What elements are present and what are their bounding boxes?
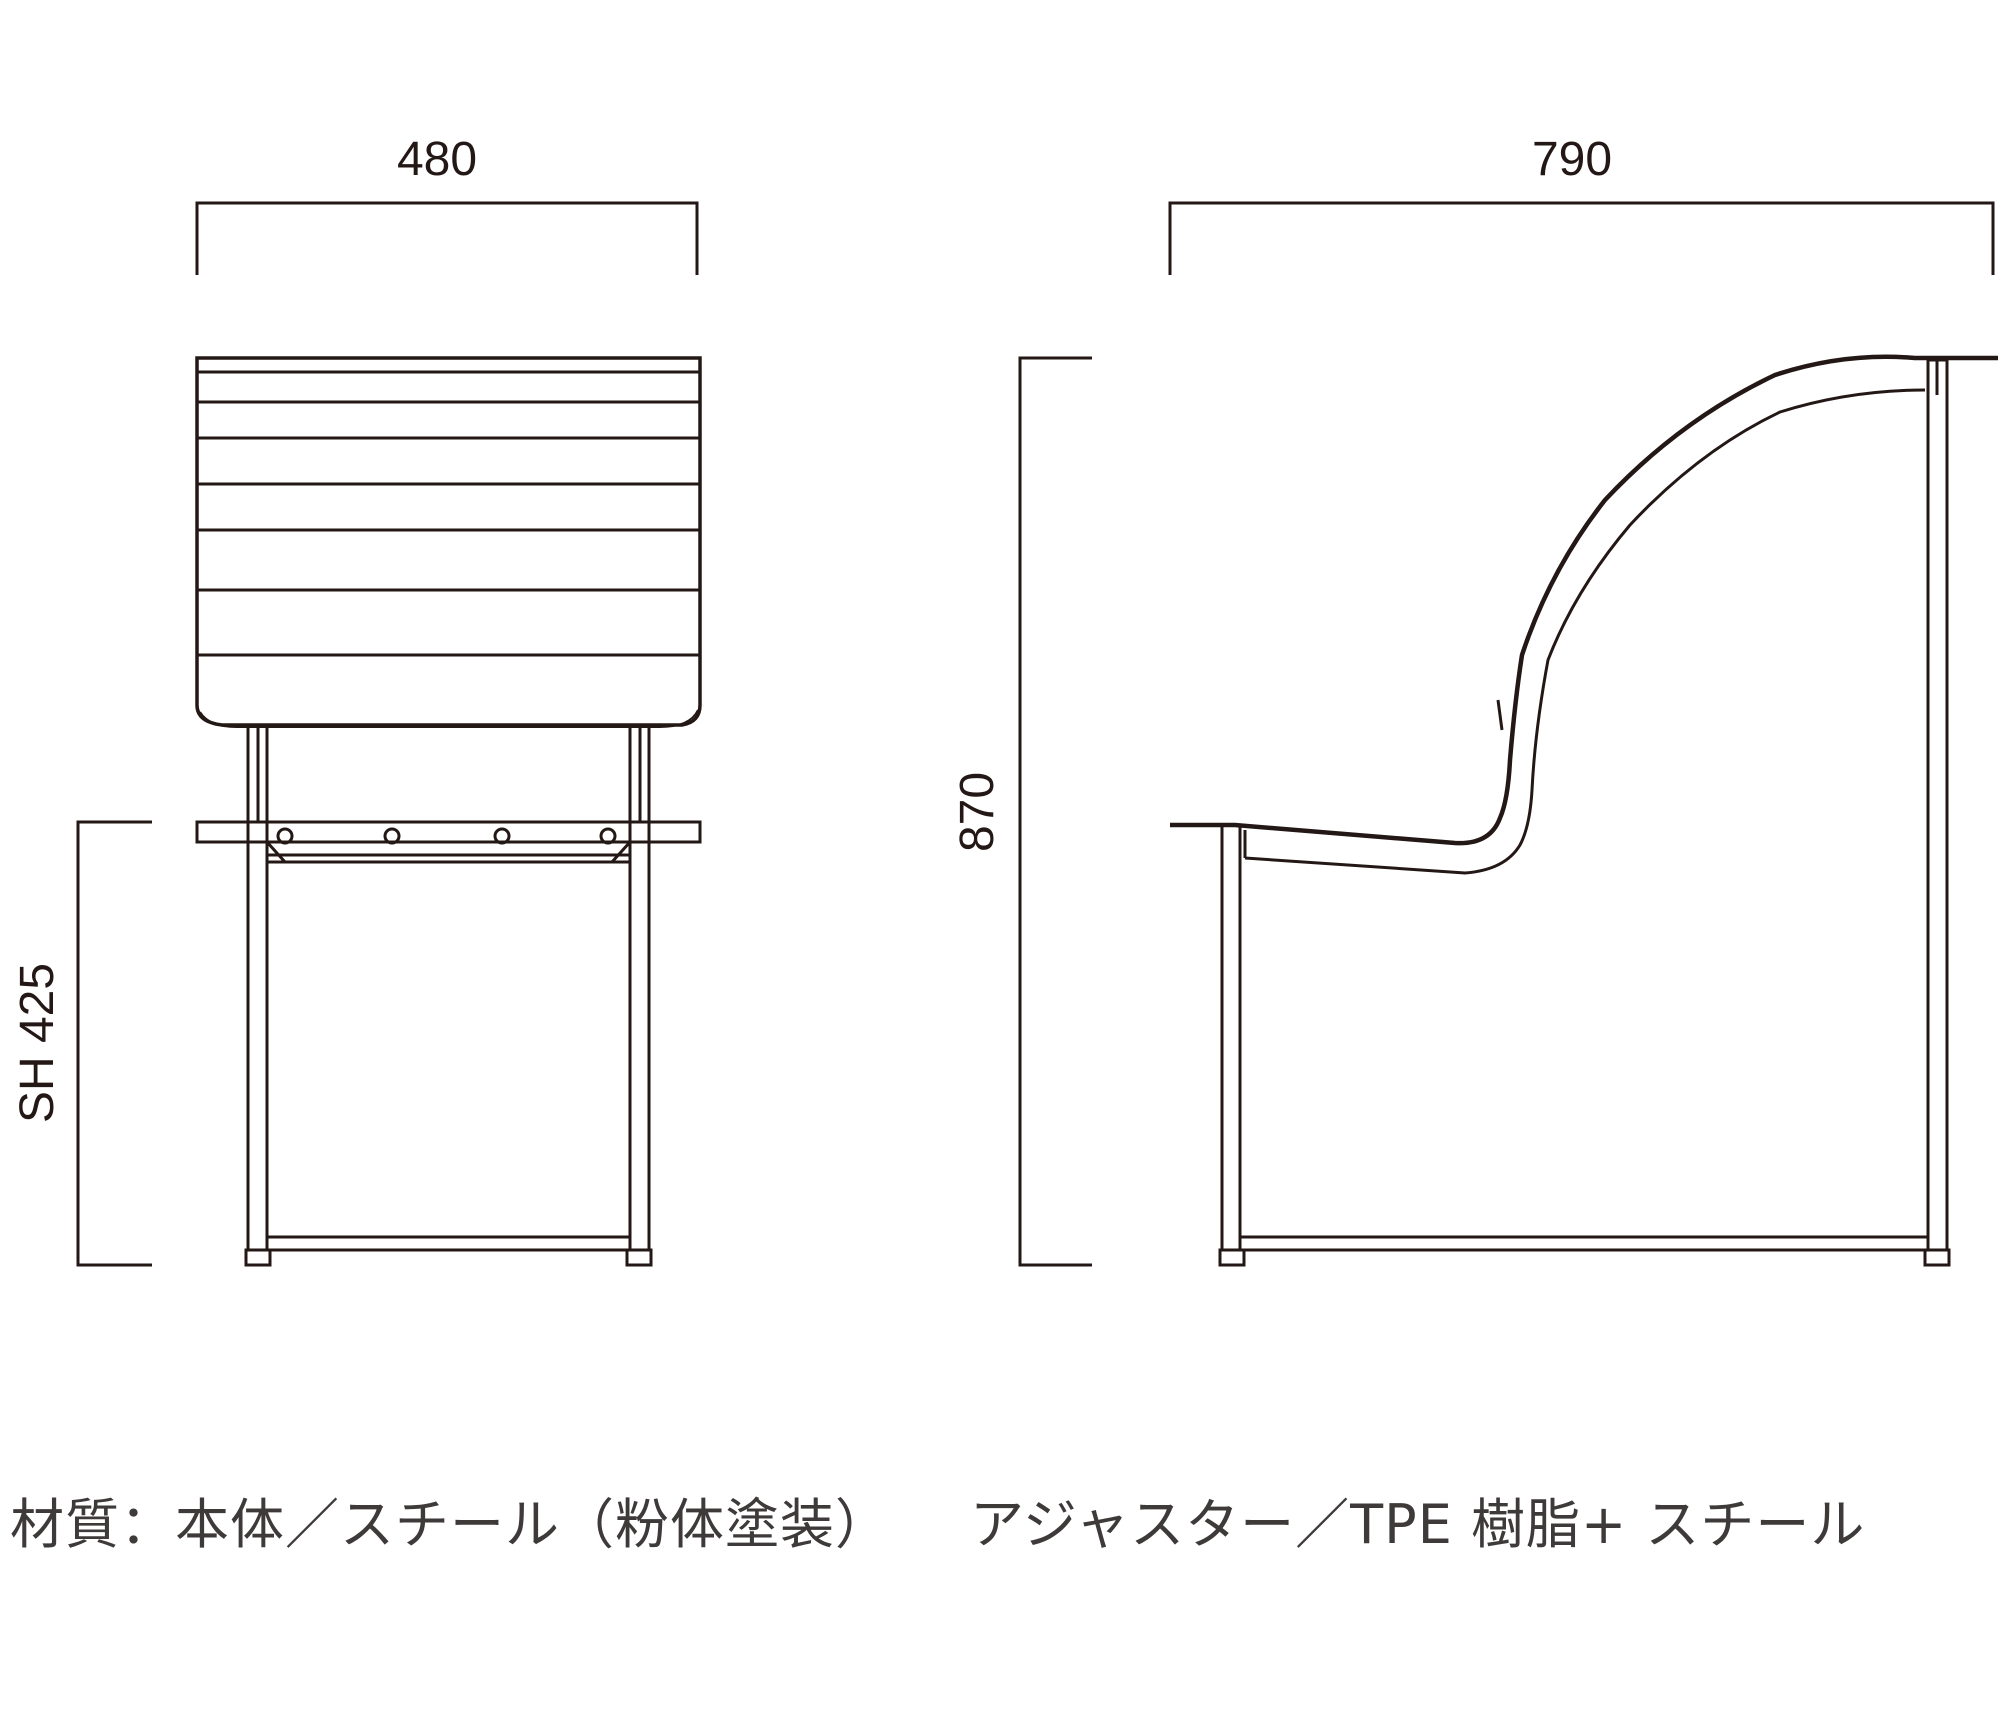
front-bolts (276, 827, 617, 845)
front-frame (244, 723, 653, 1267)
side-depth-dimension (1168, 201, 1995, 275)
front-seat (195, 820, 702, 844)
front-backrest (195, 356, 702, 729)
front-view: 480 SH 425 (11, 133, 702, 1267)
side-depth-label: 790 (1532, 133, 1612, 186)
side-height-dimension (1018, 356, 1092, 1267)
material-adjuster-text: アジャスター／TPE 樹脂+ スチール (970, 1493, 1866, 1556)
seat-height-label: SH 425 (11, 963, 64, 1123)
seat-height-dimension (76, 820, 152, 1267)
side-frame (1218, 358, 1951, 1267)
material-spec: 材質：本体／スチール（粉体塗装） アジャスター／TPE 樹脂+ スチール (10, 1480, 1865, 1559)
front-width-dimension (195, 201, 699, 275)
material-body-text: 材質：本体／スチール（粉体塗装） (10, 1493, 890, 1556)
front-width-label: 480 (397, 133, 477, 186)
side-height-label: 870 (951, 772, 1004, 852)
side-shell (1170, 354, 1998, 875)
side-view: 790 870 (951, 133, 1998, 1267)
